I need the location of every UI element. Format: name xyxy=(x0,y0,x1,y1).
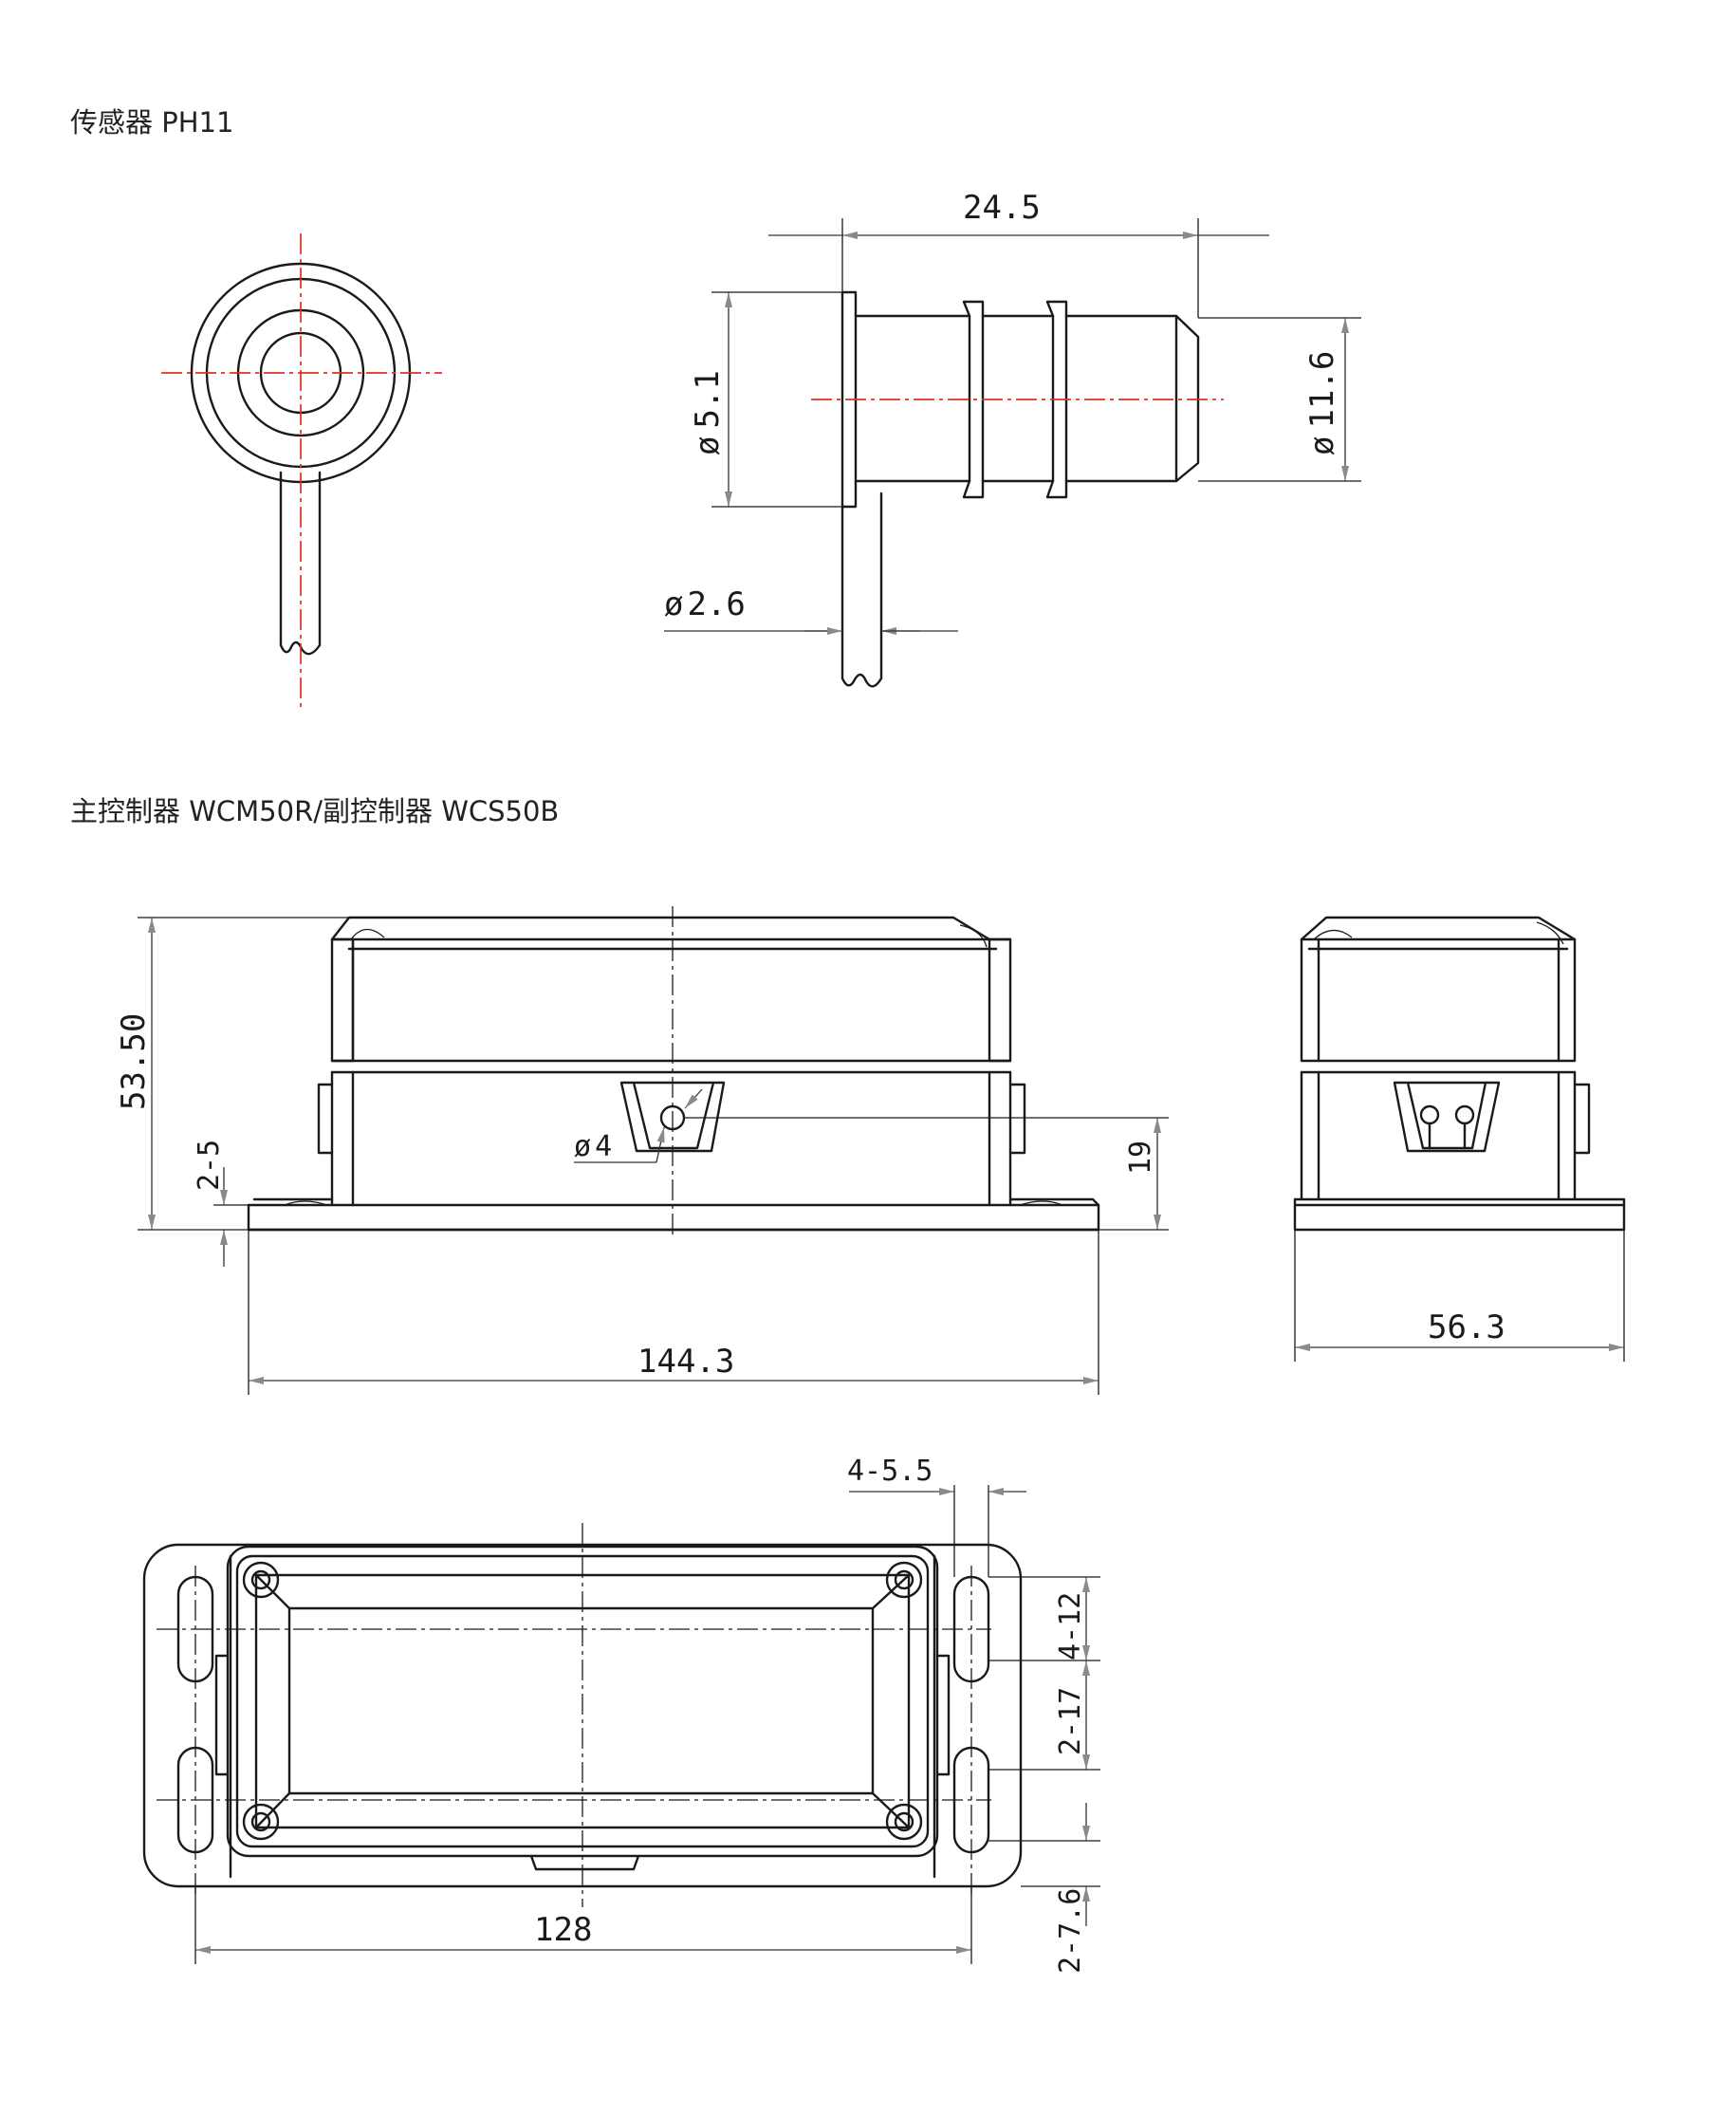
dim-sensor-dia-body: 11.6 xyxy=(1303,351,1341,429)
controller-side-dimensions: 56.3 xyxy=(1294,1230,1625,1362)
dim-ctrl-slot-len: 4-12 xyxy=(1054,1592,1087,1660)
dim-ctrl-slot-gap: 2-17 xyxy=(1054,1687,1087,1755)
sensor-section-title: 传感器 PH11 xyxy=(70,106,234,139)
dim-ctrl-length: 144.3 xyxy=(637,1343,734,1381)
diameter-symbol: ø xyxy=(574,1130,591,1163)
diameter-symbol: ø xyxy=(664,585,683,623)
sensor-side-view xyxy=(811,290,1224,688)
controller-front-view xyxy=(247,906,1100,1238)
dim-ctrl-mount-holes: 4-5.5 xyxy=(847,1455,933,1488)
controller-section-title: 主控制器 WCM50R/副控制器 WCS50B xyxy=(70,795,560,827)
controller-top-view xyxy=(142,1523,1023,1907)
dim-sensor-length: 24.5 xyxy=(963,189,1041,227)
dim-ctrl-width: 56.3 xyxy=(1428,1308,1505,1346)
diameter-symbol: ø xyxy=(689,436,727,455)
svg-text:ø11.6: ø 11.6 xyxy=(1303,351,1341,455)
diameter-symbol: ø xyxy=(1303,436,1341,455)
controller-side-view xyxy=(1293,916,1626,1232)
svg-text:ø5.1: ø 5.1 xyxy=(689,370,727,455)
dim-ctrl-port-height: 19 xyxy=(1124,1141,1157,1175)
svg-text:ø4: ø4 xyxy=(574,1130,612,1163)
dim-ctrl-port-dia: 4 xyxy=(595,1130,612,1163)
svg-text:ø2.6: ø2.6 xyxy=(664,585,746,623)
sensor-front-view xyxy=(161,233,442,707)
dim-sensor-dia-flange: 5.1 xyxy=(689,370,727,428)
dim-ctrl-hole-spacing: 128 xyxy=(534,1911,592,1949)
dim-ctrl-edge: 2-7.6 xyxy=(1054,1888,1087,1974)
dim-ctrl-flange: 2-5 xyxy=(193,1140,226,1191)
dim-ctrl-height: 53.50 xyxy=(115,1013,153,1110)
controller-top-dimensions: 4-5.5 4-12 2-17 2-7.6 128 xyxy=(194,1455,1100,1974)
dim-sensor-dia-cable: 2.6 xyxy=(687,585,745,623)
